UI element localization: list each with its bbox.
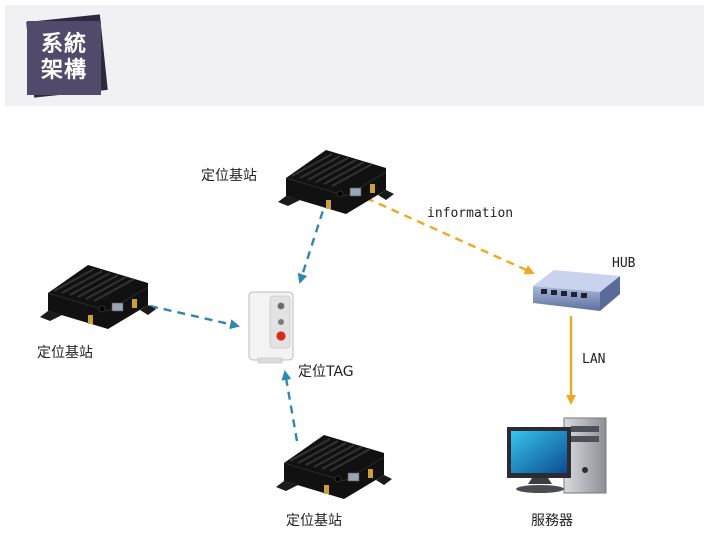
label-base-station-top: 定位基站 [201, 168, 257, 184]
label-positioning-tag: 定位TAG [298, 364, 354, 380]
server-computer-icon [507, 417, 607, 494]
title-badge: 系統 架構 [27, 21, 101, 95]
label-hub: HUB [612, 256, 636, 271]
label-base-station-left: 定位基站 [37, 345, 93, 361]
label-lan-link: LAN [582, 352, 606, 367]
header-band [5, 5, 704, 106]
arrow-information [365, 196, 535, 275]
positioning-tag-icon [248, 291, 294, 364]
arrow-top-station-to-tag [297, 197, 329, 284]
label-information-link: information [427, 206, 514, 221]
arrow-bottom-station-to-tag [281, 370, 299, 442]
label-server: 服務器 [531, 513, 573, 529]
hub-switch-icon [533, 270, 620, 311]
base-station-bottom-icon [275, 434, 393, 500]
arrow-left-station-to-tag [149, 304, 240, 330]
base-station-left-icon [39, 264, 157, 330]
title-line-1: 系統 [40, 32, 87, 57]
title-line-2: 架構 [40, 58, 87, 83]
base-station-top-icon [277, 149, 395, 215]
label-base-station-bottom: 定位基站 [286, 513, 342, 529]
